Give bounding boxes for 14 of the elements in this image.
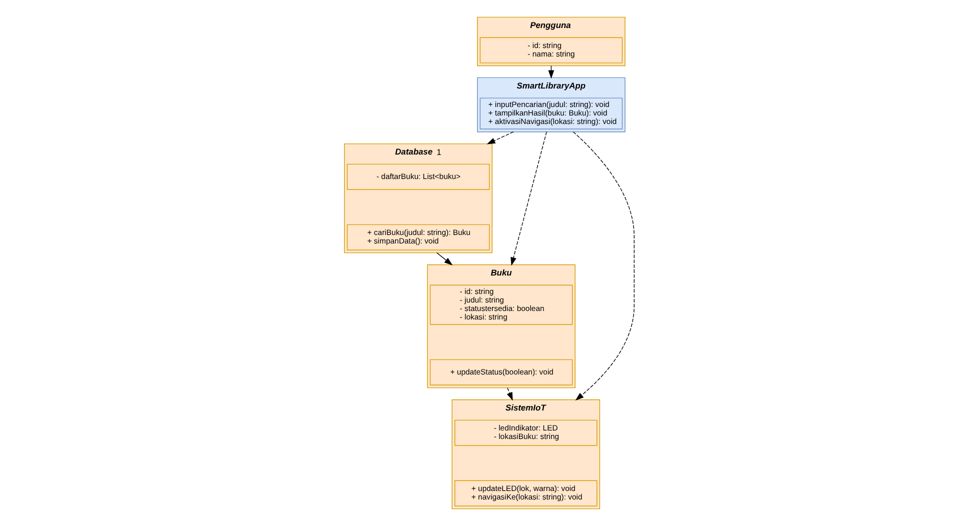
node-box: - id: string - judul: string - statustersedia: boolean - lokasi: string — [429, 284, 572, 325]
arrow — [510, 131, 546, 266]
node-label: 1 — [436, 147, 441, 158]
arrow — [486, 131, 514, 144]
node-box: + updateStatus(boolean): void — [429, 359, 572, 386]
node-box: + inputPencarian(judul: string): void + tampilkanHasil(buku: Buku): void + aktivasiNavigasi(lokasi: string): void — [479, 98, 622, 130]
node-box: - daftarBuku: List<buku> — [346, 164, 490, 190]
node-box: - ledIndikator: LED - lokasiBuku: string — [454, 420, 597, 446]
node-box: - id: string - nama: string — [479, 37, 622, 64]
node-box: + cariBuku(judul: string): Buku + simpanData(): void — [346, 224, 490, 250]
arrow — [572, 131, 634, 400]
arrow — [506, 387, 512, 401]
arrow — [436, 252, 452, 266]
node-box: + updateLED(lok, warna): void + navigasiKe(lokasi: string): void — [454, 480, 597, 506]
